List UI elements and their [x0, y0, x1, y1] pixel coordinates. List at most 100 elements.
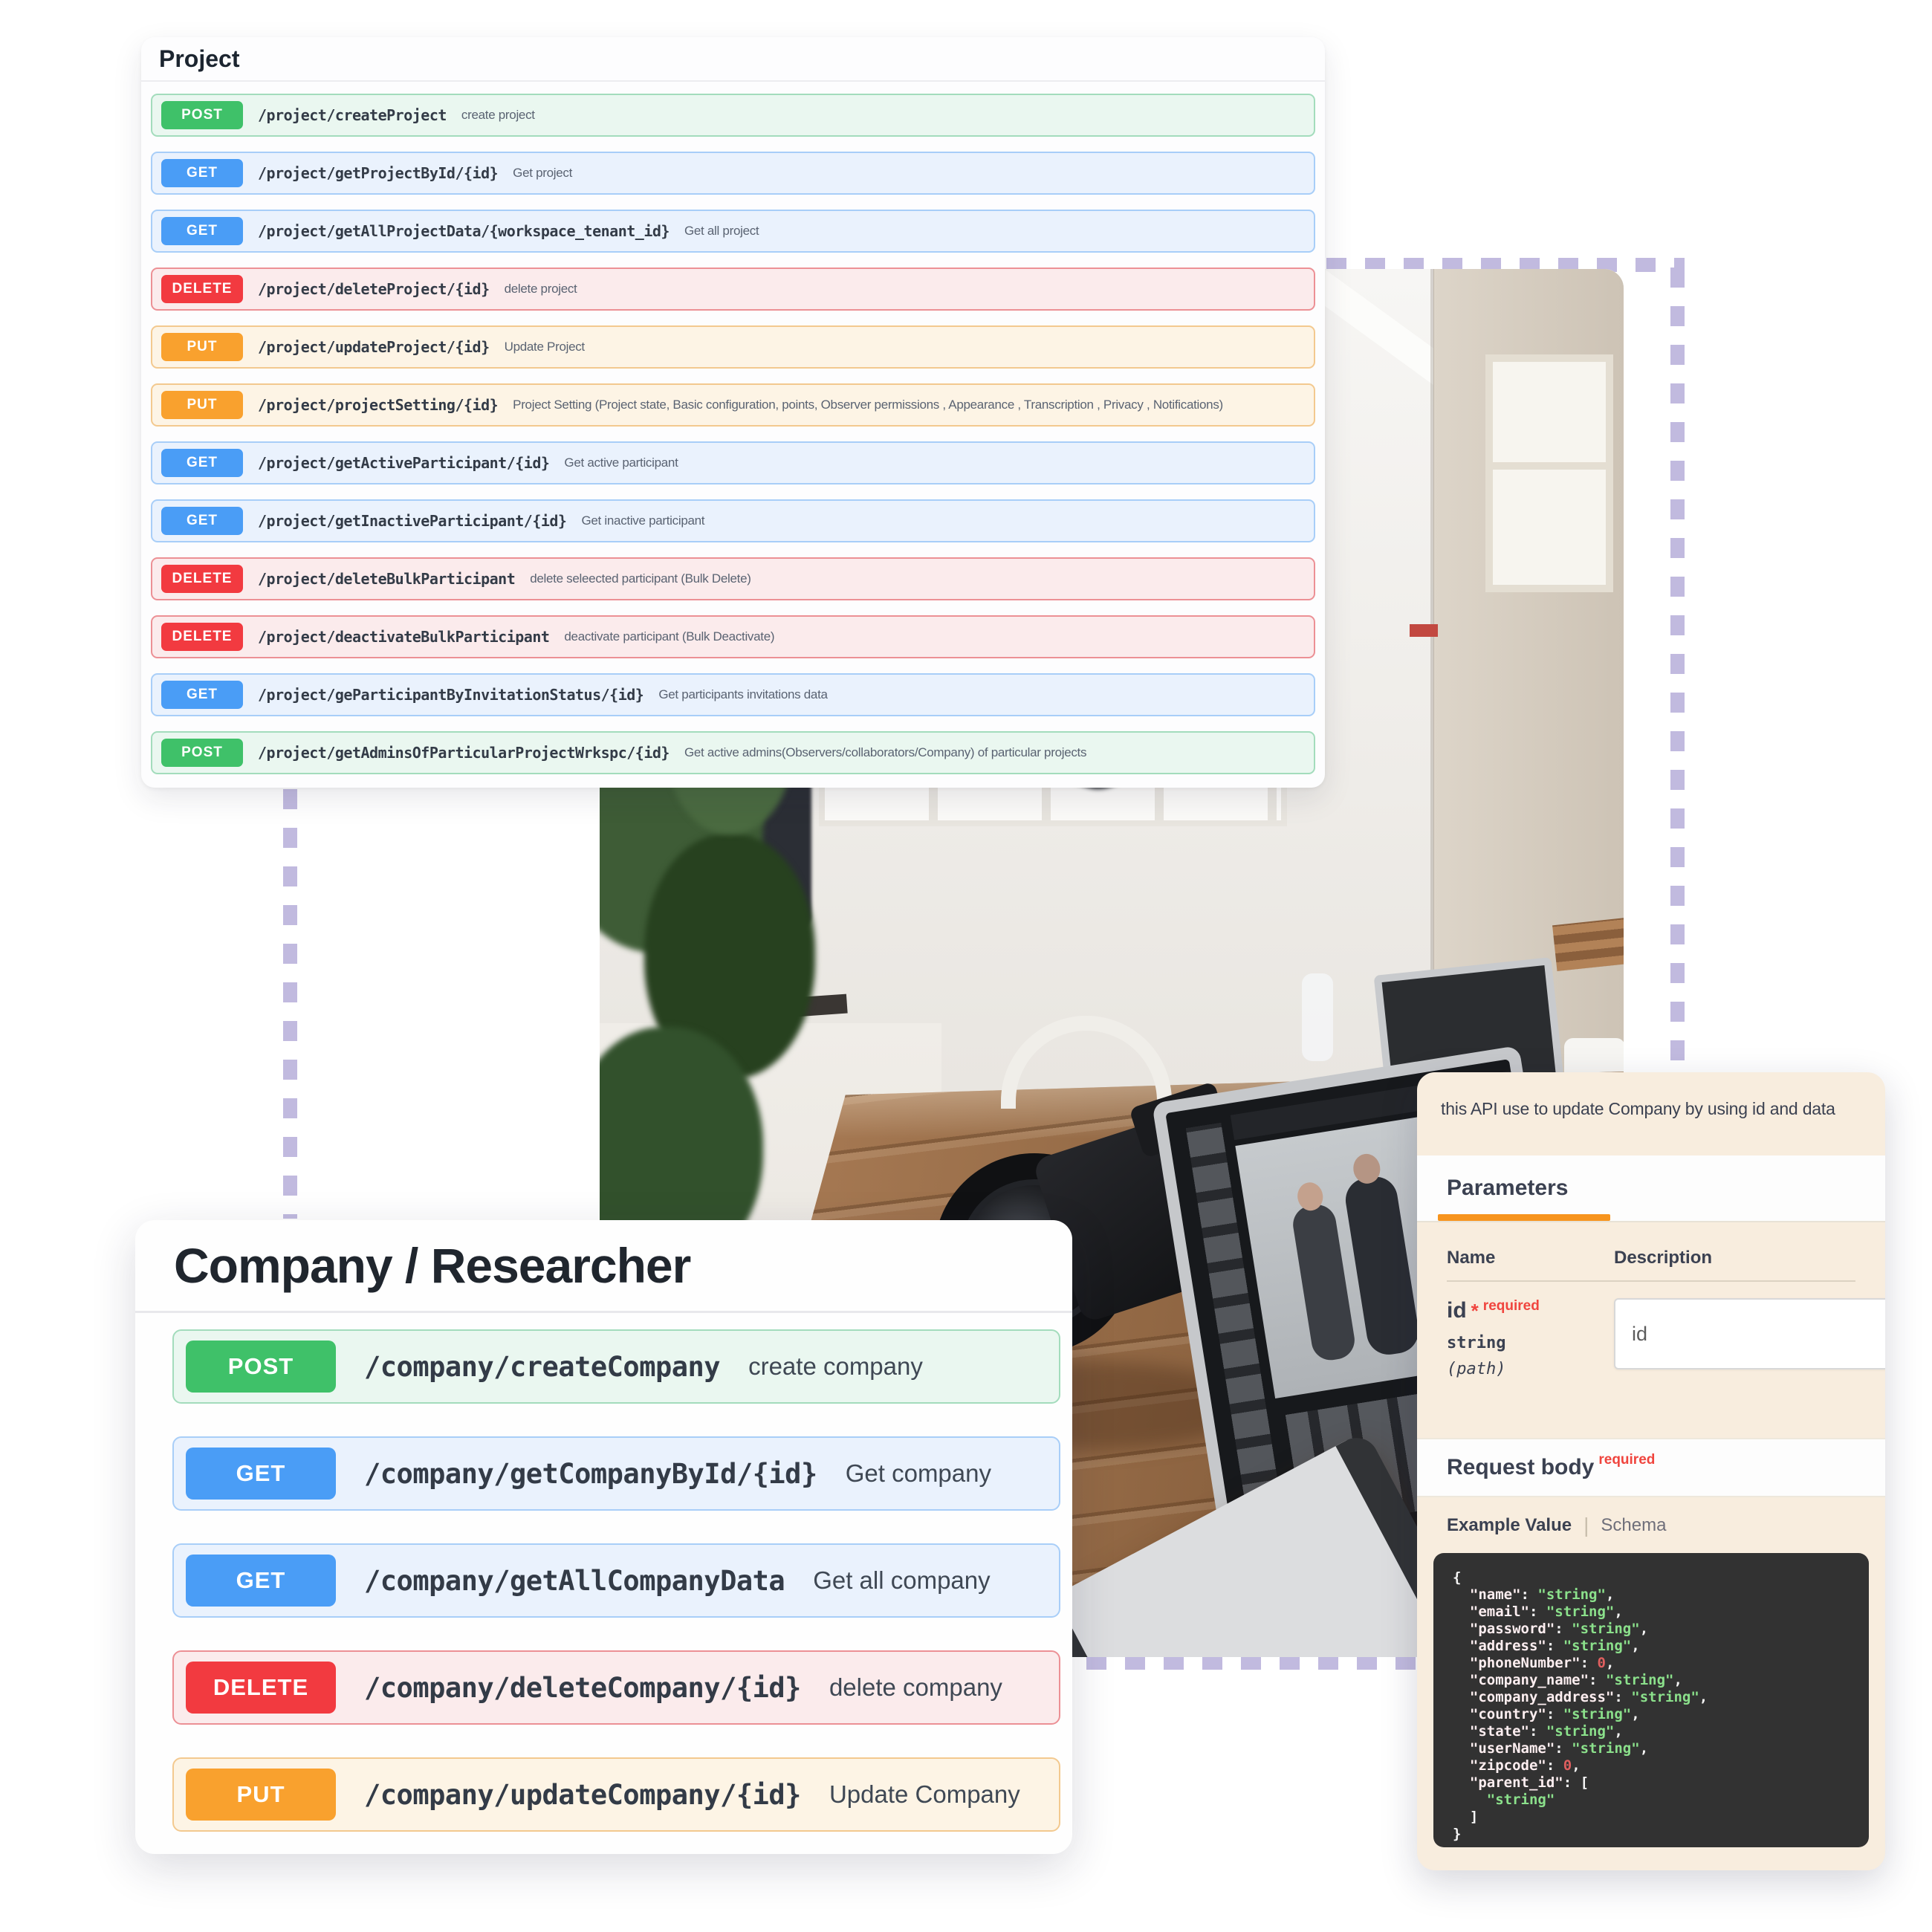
tab-separator: |: [1583, 1513, 1589, 1537]
endpoint-description: Get project: [513, 166, 573, 180]
code-line: "string": [1486, 1792, 1555, 1808]
param-name-line: id*required: [1447, 1298, 1614, 1323]
tab-example-value[interactable]: Example Value: [1447, 1514, 1572, 1535]
photo-detail: [1485, 462, 1613, 470]
dashed-line-top: [1326, 258, 1685, 272]
param-meta: id*required string (path): [1447, 1298, 1614, 1378]
tab-parameters[interactable]: Parameters: [1447, 1176, 1569, 1200]
project-panel-title: Project: [141, 37, 1325, 82]
api-endpoint-row[interactable]: GET/project/geParticipantByInvitationSta…: [151, 673, 1315, 716]
required-asterisk: *: [1471, 1300, 1479, 1322]
api-endpoint-row[interactable]: DELETE/project/deactivateBulkParticipant…: [151, 615, 1315, 658]
code-line: "zipcode": 0,: [1469, 1757, 1581, 1774]
method-badge: POST: [161, 739, 243, 767]
endpoint-description: Get active participant: [564, 456, 678, 470]
method-badge: GET: [161, 449, 243, 477]
company-api-panel: Company / Researcher POST/company/create…: [135, 1220, 1072, 1854]
endpoint-description: create company: [748, 1352, 923, 1380]
required-label: required: [1598, 1452, 1656, 1468]
endpoint-path: /project/getActiveParticipant/{id}: [258, 454, 550, 472]
endpoint-description: delete company: [829, 1673, 1002, 1701]
code-line: "phoneNumber": 0,: [1469, 1655, 1615, 1671]
parameters-section: Name Description id*required string (pat…: [1417, 1222, 1885, 1438]
method-badge: GET: [161, 217, 243, 245]
code-line: "company_address": "string",: [1469, 1689, 1708, 1705]
api-endpoint-row[interactable]: PUT/project/updateProject/{id}Update Pro…: [151, 325, 1315, 369]
api-endpoint-row[interactable]: PUT/company/updateCompany/{id}Update Com…: [172, 1757, 1060, 1832]
api-endpoint-row[interactable]: GET/company/getCompanyById/{id}Get compa…: [172, 1436, 1060, 1511]
endpoint-description: Get all project: [684, 224, 759, 238]
endpoint-description: Update Project: [504, 340, 586, 354]
endpoint-description: Project Setting (Project state, Basic co…: [513, 398, 1223, 412]
parameters-tabbar: Parameters: [1417, 1155, 1885, 1222]
api-endpoint-row[interactable]: GET/project/getAllProjectData/{workspace…: [151, 210, 1315, 253]
dashed-line-right: [1670, 268, 1685, 1074]
code-line: "address": "string",: [1469, 1638, 1640, 1654]
method-badge: GET: [161, 159, 243, 187]
param-name: id: [1447, 1298, 1467, 1323]
api-endpoint-row[interactable]: DELETE/company/deleteCompany/{id}delete …: [172, 1650, 1060, 1725]
photo-detail: [1430, 269, 1434, 1235]
endpoint-path: /project/getInactiveParticipant/{id}: [258, 512, 567, 530]
endpoint-path: /project/deleteBulkParticipant: [258, 570, 516, 588]
code-line: "email": "string",: [1469, 1604, 1623, 1620]
method-badge: DELETE: [161, 623, 243, 651]
endpoint-path: /project/updateProject/{id}: [258, 338, 490, 356]
method-badge: GET: [161, 507, 243, 535]
param-location: (path): [1447, 1360, 1506, 1378]
divider: [1447, 1280, 1855, 1282]
endpoint-path: /project/deleteProject/{id}: [258, 280, 490, 298]
endpoint-path: /company/getCompanyById/{id}: [364, 1457, 817, 1490]
method-badge: DELETE: [161, 565, 243, 593]
endpoint-path: /company/getAllCompanyData: [364, 1564, 785, 1597]
api-endpoint-row[interactable]: GET/project/getProjectById/{id} Get proje…: [151, 152, 1315, 195]
code-line: "name": "string",: [1469, 1586, 1615, 1603]
column-description: Description: [1614, 1248, 1713, 1268]
code-line: "password": "string",: [1469, 1621, 1649, 1637]
required-label: required: [1482, 1298, 1540, 1314]
method-badge: PUT: [161, 391, 243, 419]
endpoint-description: Get participants invitations data: [658, 687, 828, 701]
endpoint-path: /company/updateCompany/{id}: [364, 1778, 801, 1811]
endpoint-path: /project/geParticipantByInvitationStatus…: [258, 686, 644, 704]
method-badge: PUT: [186, 1769, 336, 1821]
photo-detail: [1342, 1173, 1422, 1358]
tab-schema[interactable]: Schema: [1601, 1514, 1667, 1535]
api-endpoint-row[interactable]: GET/project/getInactiveParticipant/{id}G…: [151, 499, 1315, 542]
wall-window: [1485, 354, 1613, 592]
endpoint-description: Get company: [845, 1459, 991, 1487]
api-endpoint-row[interactable]: GET/project/getActiveParticipant/{id} Get…: [151, 441, 1315, 484]
company-panel-title: Company / Researcher: [135, 1220, 1072, 1313]
endpoint-path: /project/projectSetting/{id}: [258, 396, 499, 414]
param-id-input[interactable]: [1614, 1298, 1885, 1369]
code-line: "company_name": "string",: [1469, 1672, 1682, 1688]
endpoint-description: deactivate participant (Bulk Deactivate): [564, 629, 775, 644]
request-body-header: Request body required: [1417, 1438, 1885, 1497]
api-endpoint-row[interactable]: POST/project/getAdminsOfParticularProjec…: [151, 731, 1315, 774]
endpoint-path: /project/getAllProjectData/{workspace_te…: [258, 222, 670, 240]
endpoint-description-text: this API use to update Company by using …: [1441, 1099, 1835, 1118]
code-line: "parent_id": [: [1469, 1774, 1589, 1791]
red-wall-tag: [1410, 624, 1438, 637]
endpoint-description: Get all company: [813, 1566, 991, 1594]
code-line: ]: [1453, 1809, 1479, 1825]
photo-detail: [1290, 1202, 1358, 1364]
endpoint-path: /project/getAdminsOfParticularProjectWrk…: [258, 744, 670, 762]
endpoint-path: /project/getProjectById/{id}: [258, 164, 499, 182]
api-endpoint-row[interactable]: DELETE/project/deleteProject/{id} delete …: [151, 268, 1315, 311]
endpoint-description: delete project: [504, 282, 577, 296]
code-line: "state": "string",: [1469, 1723, 1623, 1740]
method-badge: DELETE: [161, 275, 243, 303]
dashed-line-bottom: [1086, 1656, 1419, 1670]
endpoint-path: /company/deleteCompany/{id}: [364, 1671, 801, 1704]
api-endpoint-row[interactable]: PUT/project/projectSetting/{id} Project S…: [151, 383, 1315, 427]
method-badge: POST: [186, 1341, 336, 1393]
code-line: "userName": "string",: [1469, 1740, 1649, 1757]
